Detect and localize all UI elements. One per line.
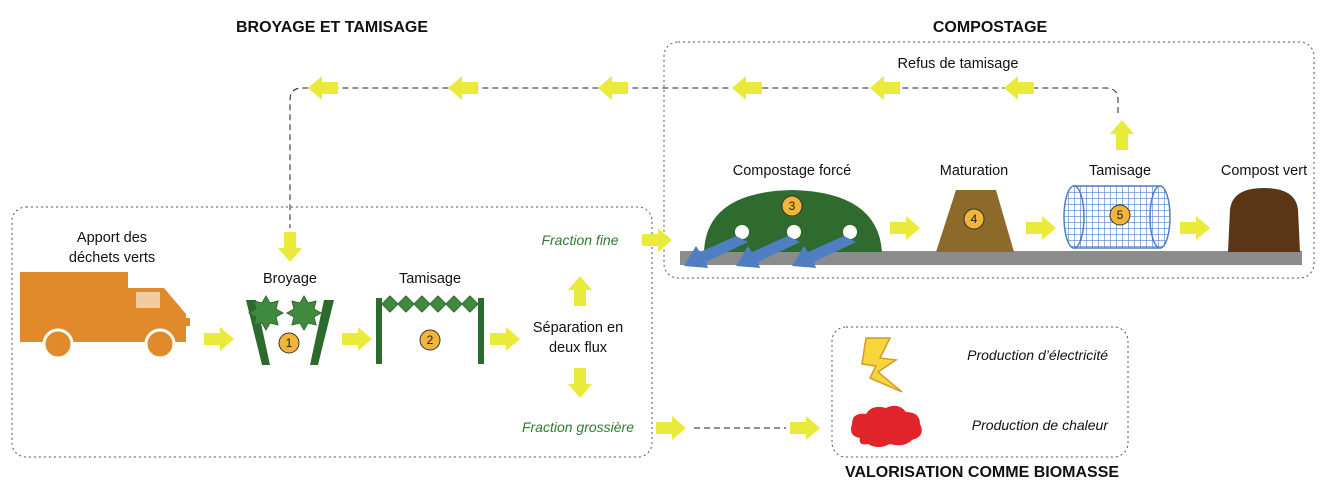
arrow-truck-to-broyage [204, 327, 234, 351]
lightning-icon [861, 337, 903, 393]
arrow-grossiere-right [656, 416, 686, 440]
fraction-fine-label: Fraction fine [541, 232, 618, 248]
fraction-grossiere-label: Fraction grossière [522, 419, 634, 435]
step-number-2: 2 [427, 333, 434, 347]
separation-label-line2: deux flux [549, 340, 608, 356]
arrow-separation-down [568, 368, 592, 398]
arrow-tamisage-to-compost [1180, 216, 1210, 240]
step-number-4: 4 [971, 212, 978, 226]
maturation-label: Maturation [940, 163, 1009, 179]
tamisage-screen-icon [376, 295, 484, 364]
broyage-label: Broyage [263, 271, 317, 287]
arrow-fine-to-compostage [642, 228, 672, 252]
aeration-pipes-icon [684, 223, 859, 268]
arrow-broyage-to-tamisage [342, 327, 372, 351]
tamisage-label-1: Tamisage [399, 271, 461, 287]
section-title-compostage: COMPOSTAGE [933, 19, 1048, 36]
separation-label-line1: Séparation en [533, 320, 623, 336]
arrow-forced-to-maturation [890, 216, 920, 240]
up-arrow-refus [1110, 120, 1134, 150]
step-number-3: 3 [789, 199, 796, 213]
apport-label-line2: déchets verts [69, 250, 155, 266]
tamisage-label-2: Tamisage [1089, 163, 1151, 179]
arrow-separation-up [568, 276, 592, 306]
arrow-tamisage-to-separation [490, 327, 520, 351]
arrow-maturation-to-tamisage [1026, 216, 1056, 240]
refus-loop-line [289, 87, 1119, 228]
section-title-broyage: BROYAGE ET TAMISAGE [236, 19, 428, 36]
compost-vert-pile [1228, 188, 1300, 252]
refus-label: Refus de tamisage [898, 56, 1019, 72]
broyage-tamisage-box [11, 206, 653, 458]
down-arrow-broyage [278, 232, 302, 262]
compostage-box [663, 41, 1315, 279]
compostage-force-label: Compostage forcé [733, 163, 851, 179]
section-title-valorisation: VALORISATION COMME BIOMASSE [845, 464, 1119, 481]
trommel-screen-icon [1063, 185, 1171, 249]
step-number-1: 1 [286, 336, 293, 350]
step-badge-2 [419, 329, 441, 351]
valorisation-box [831, 326, 1129, 458]
broyage-shredder-icon [246, 294, 334, 365]
arrow-into-valorisation [790, 416, 820, 440]
apport-label-line1: Apport des [77, 230, 147, 246]
electricite-label: Production d’électricité [967, 347, 1108, 363]
truck-icon [20, 272, 190, 360]
step-badge-5 [1109, 204, 1131, 226]
step-badge-3 [781, 195, 803, 217]
step-badge-4 [963, 208, 985, 230]
ground-bar [680, 251, 1302, 265]
step-badge-1 [278, 332, 300, 354]
heat-cloud-icon [851, 405, 922, 447]
step-number-5: 5 [1117, 208, 1124, 222]
compost-vert-label: Compost vert [1221, 163, 1307, 179]
chaleur-label: Production de chaleur [972, 417, 1110, 433]
